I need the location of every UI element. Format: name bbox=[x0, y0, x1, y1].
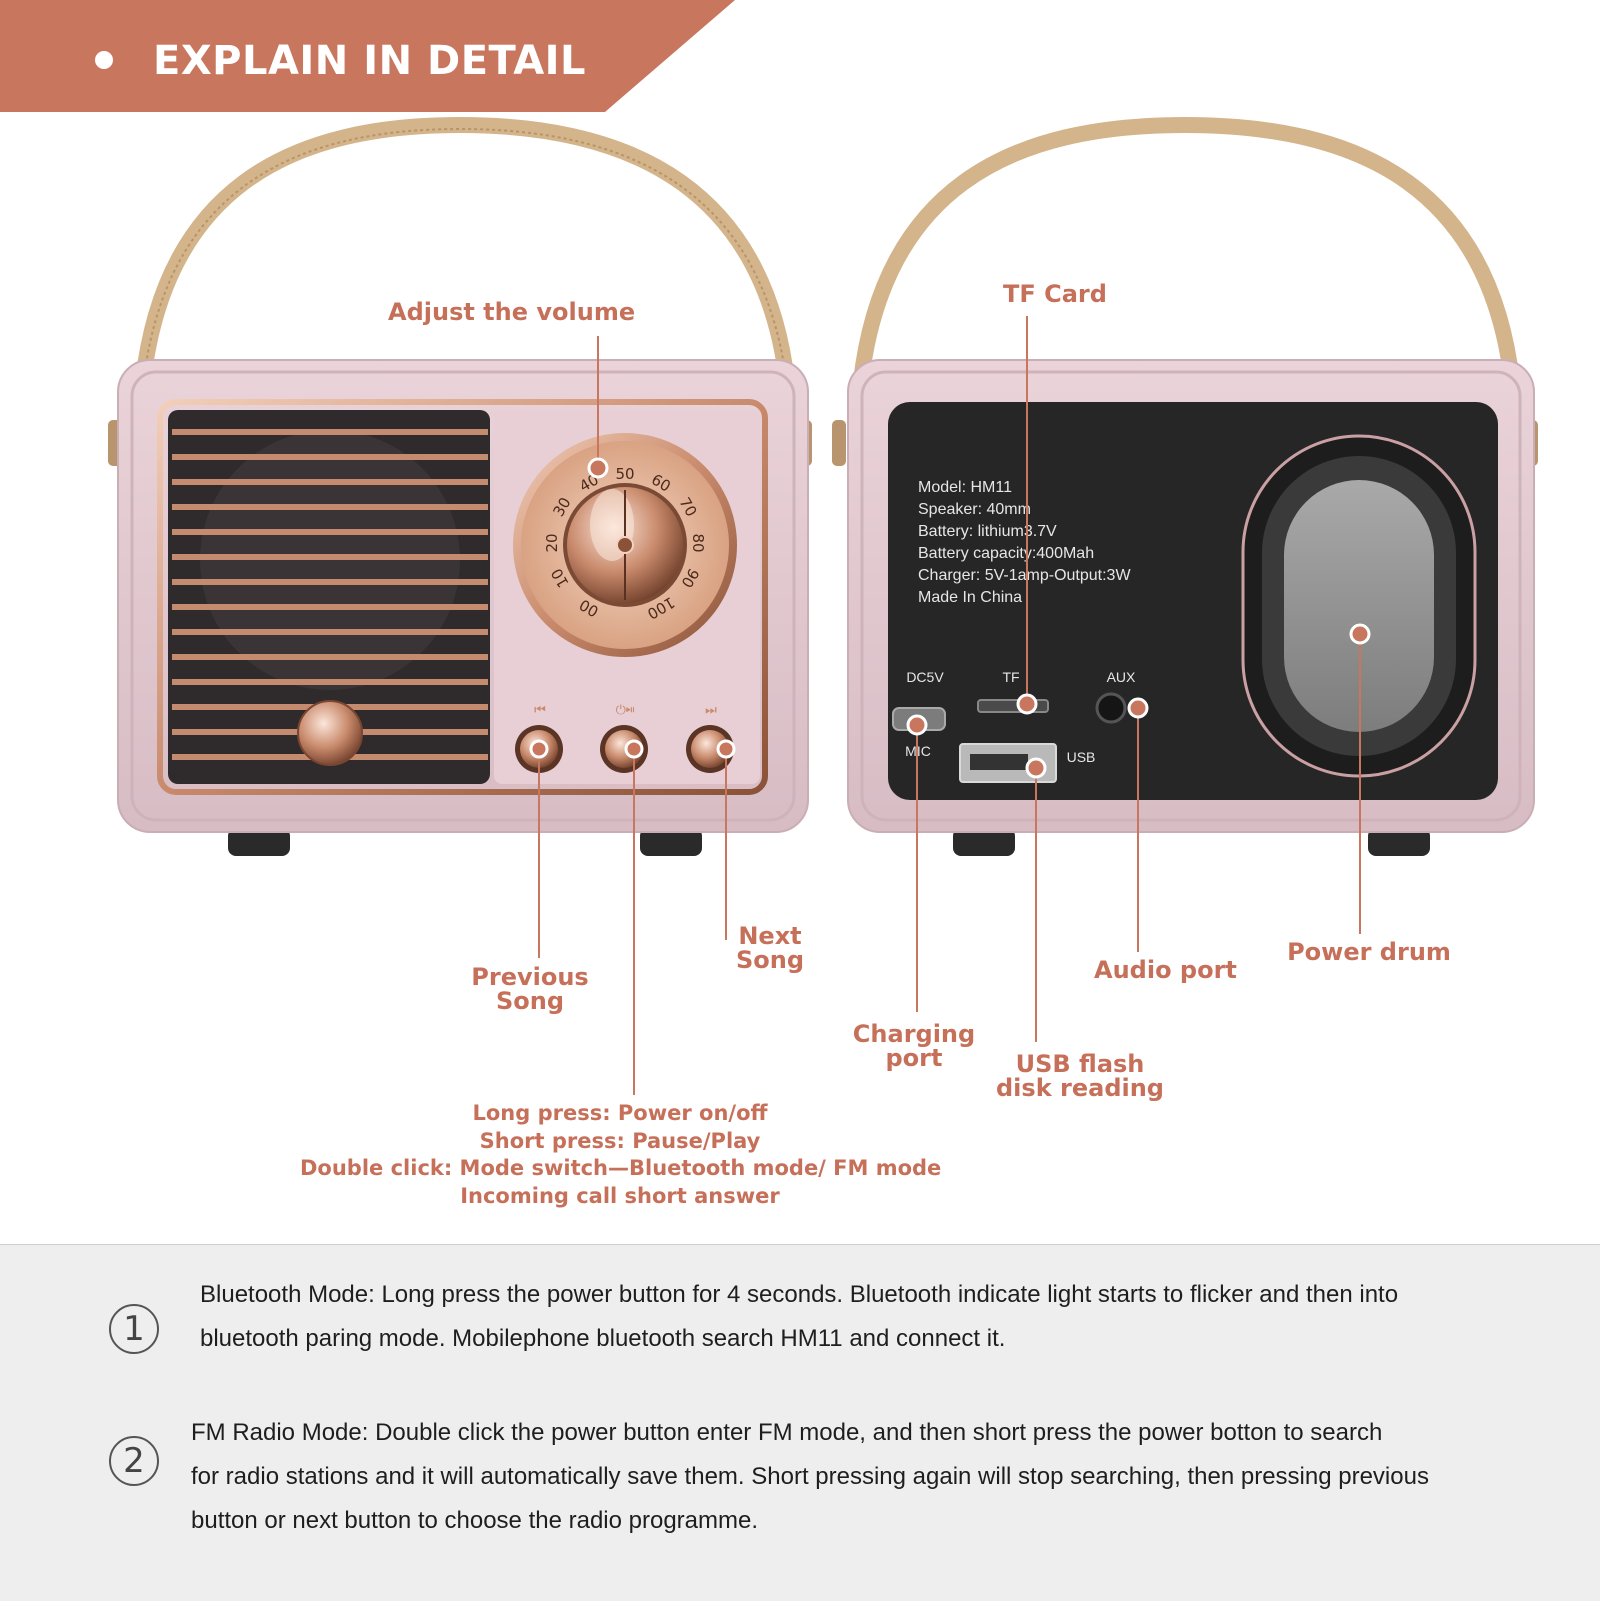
usb-callout-dot bbox=[1025, 757, 1047, 779]
audio-port-label: Audio port bbox=[1094, 956, 1237, 984]
power-instruction-line: Double click: Mode switch—Bluetooth mode… bbox=[300, 1156, 942, 1180]
usb-reading-label-line: disk reading bbox=[996, 1074, 1164, 1102]
note-line: FM Radio Mode: Double click the power bu… bbox=[191, 1419, 1383, 1446]
tf-callout-dot bbox=[1016, 693, 1038, 715]
volume-label: Adjust the volume bbox=[388, 298, 636, 326]
instructions-panel: 1 Bluetooth Mode: Long press the power b… bbox=[0, 1244, 1600, 1601]
spec-line: Charger: 5V-1amp-Output:3W bbox=[918, 567, 1131, 584]
power-instruction-line: Short press: Pause/Play bbox=[479, 1128, 761, 1153]
power-drum bbox=[1241, 434, 1477, 778]
spec-line: Battery capacity:400Mah bbox=[918, 545, 1094, 562]
header-banner bbox=[0, 0, 735, 112]
power-instruction-line: Incoming call short answer bbox=[460, 1183, 780, 1208]
dc-label: DC5V bbox=[906, 669, 944, 685]
next-callout-dot bbox=[716, 739, 736, 759]
dial-number: 80 bbox=[689, 533, 707, 552]
power-play-symbol-icon: ⏻⏯ bbox=[616, 703, 635, 718]
step-one-number-icon: 1 bbox=[109, 1304, 159, 1354]
spec-line: Model: HM11 bbox=[918, 479, 1012, 496]
tf-card-label: TF Card bbox=[1003, 280, 1107, 308]
usb-reading-label: USB flash disk reading bbox=[992, 1052, 1168, 1100]
back-speaker: Model: HM11 Speaker: 40mm Battery: lithi… bbox=[832, 116, 1538, 856]
volume-callout-dot bbox=[587, 457, 609, 479]
charging-callout-dot bbox=[906, 714, 928, 736]
power-button-instructions: Long press: Power on/off Short press: Pa… bbox=[300, 1100, 942, 1210]
next-symbol-icon: ⏭ bbox=[705, 703, 717, 718]
spec-text: Model: HM11 Speaker: 40mm Battery: lithi… bbox=[918, 479, 1131, 606]
next-button bbox=[686, 725, 734, 773]
power-callout-dot bbox=[624, 739, 644, 759]
page-title: EXPLAIN IN DETAIL bbox=[153, 38, 587, 84]
bullet-icon bbox=[95, 51, 113, 69]
next-song-label: Next Song bbox=[725, 924, 815, 972]
previous-song-label-line: Song bbox=[495, 987, 565, 1015]
speaker-illustration: 00 10 20 30 40 50 60 70 80 90 100 ⏮ ⏻⏯ ⏭ bbox=[108, 116, 1538, 1095]
power-drum-label: Power drum bbox=[1287, 938, 1451, 966]
note-line: button or next button to choose the radi… bbox=[191, 1507, 759, 1534]
fm-mode-text: FM Radio Mode: Double click the power bu… bbox=[191, 1411, 1591, 1543]
callout-lines bbox=[538, 316, 1361, 1095]
bluetooth-mode-text: Bluetooth Mode: Long press the power but… bbox=[200, 1273, 1580, 1361]
callout-dots bbox=[529, 457, 1371, 779]
power-instruction-line: Long press: Power on/off bbox=[472, 1101, 768, 1125]
dial-number: 50 bbox=[615, 465, 634, 483]
front-speaker: 00 10 20 30 40 50 60 70 80 90 100 ⏮ ⏻⏯ ⏭ bbox=[108, 116, 812, 856]
usb-reading-label-line: USB flash bbox=[1015, 1050, 1145, 1078]
previous-song-label: Previous Song bbox=[470, 965, 590, 1013]
button-symbols: ⏮ ⏻⏯ ⏭ bbox=[534, 703, 717, 718]
tf-label: TF bbox=[1002, 669, 1019, 685]
audio-callout-dot bbox=[1127, 697, 1149, 719]
power-drum-callout-dot bbox=[1349, 623, 1371, 645]
previous-symbol-icon: ⏮ bbox=[534, 703, 546, 718]
spec-line: Battery: lithium3.7V bbox=[918, 523, 1057, 540]
aux-label: AUX bbox=[1107, 669, 1136, 685]
charging-port-label-line: port bbox=[885, 1044, 943, 1072]
note-line: for radio stations and it will automatic… bbox=[191, 1463, 1429, 1490]
note-line: Bluetooth Mode: Long press the power but… bbox=[200, 1281, 1399, 1308]
note-line: bluetooth paring mode. Mobilephone bluet… bbox=[200, 1325, 1006, 1352]
next-song-label-line: Song bbox=[735, 946, 805, 974]
tuning-knob bbox=[297, 700, 363, 766]
dial-number: 20 bbox=[543, 533, 561, 552]
usb-label: USB bbox=[1067, 749, 1096, 765]
volume-dial bbox=[513, 433, 737, 657]
charging-port-label: Charging port bbox=[852, 1022, 976, 1070]
spec-line: Made In China bbox=[918, 589, 1022, 606]
previous-callout-dot bbox=[529, 739, 549, 759]
next-song-label-line: Next bbox=[738, 922, 802, 950]
aux-port bbox=[1095, 692, 1127, 724]
charging-port-label-line: Charging bbox=[852, 1020, 976, 1048]
previous-song-label-line: Previous bbox=[471, 963, 589, 991]
tf-slot bbox=[977, 699, 1049, 713]
spec-line: Speaker: 40mm bbox=[918, 501, 1031, 518]
step-two-number-icon: 2 bbox=[109, 1436, 159, 1486]
